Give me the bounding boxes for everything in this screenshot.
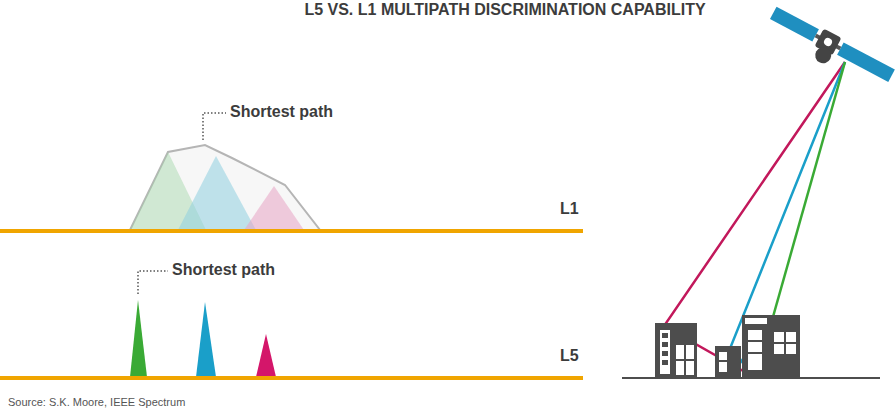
- l1-envelope: [130, 145, 320, 230]
- peak-label: Shortest path: [172, 261, 275, 279]
- l1-pink-peak: [244, 186, 304, 230]
- satellite: [763, 4, 896, 95]
- l1-baseline: [0, 229, 583, 233]
- title: L5 VS. L1 MULTIPATH DISCRIMINATION CAPAB…: [304, 1, 705, 19]
- l5-baseline: [0, 376, 583, 380]
- leader-line: [138, 271, 168, 294]
- l5-blue-peak: [196, 302, 216, 377]
- l5-pink-peak: [256, 334, 276, 377]
- l1-blue-peak: [178, 156, 256, 230]
- peak-label: Shortest path: [230, 103, 333, 121]
- band-label: L5: [560, 347, 579, 365]
- buildings: [622, 315, 880, 378]
- l5-green-peak: [130, 300, 147, 377]
- leader-line: [203, 113, 226, 140]
- band-label: L1: [560, 200, 579, 218]
- source-caption: Source: S.K. Moore, IEEE Spectrum: [8, 396, 185, 408]
